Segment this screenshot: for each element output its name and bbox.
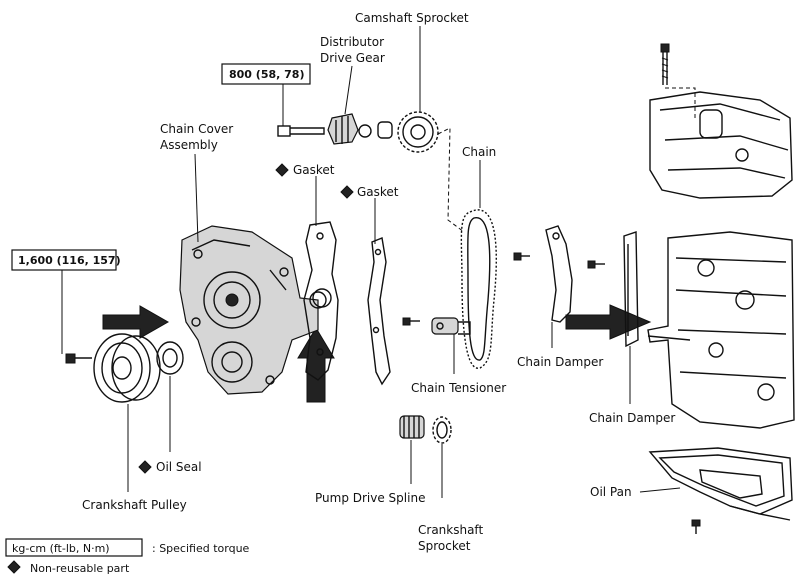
leader-lines [61,26,681,498]
label-oil-seal: Oil Seal [156,460,202,474]
tensioner-bolt [402,317,420,326]
torque-box-upper: 800 (58, 78) [221,63,311,85]
oil-pan [648,447,793,521]
label-gasket: Gasket [357,185,399,199]
label-chain-cover-assembly: Chain Cover [160,122,233,136]
oil-pan-drain-bolt-icon [691,519,701,534]
arrow-right-block-icon [565,304,652,340]
legend-unit-box: kg-cm (ft-lb, N·m) [12,542,110,555]
label-chain-cover-assembly: Assembly [160,138,218,152]
torque-box-pulley: 1,600 (116, 157) [11,249,121,271]
chain-damper-curved [545,225,573,323]
nonreusable-diamond-icon [138,460,152,474]
distributor-bolt [277,125,325,137]
torque-value-pulley: 1,600 (116, 157) [18,254,121,267]
pulley-bolt [65,353,92,364]
label-distributor-drive-gear: Distributor [320,35,384,49]
legend-diamond-icon [7,560,21,574]
chain-damper-straight [623,231,639,348]
label-oil-pan: Oil Pan [590,485,632,499]
label-crankshaft-pulley: Crankshaft Pulley [82,498,187,512]
damper-bolt-left [513,252,530,261]
engine-block-lower [647,231,795,429]
label-crankshaft-sprocket: Sprocket [418,539,471,553]
gasket-lower [367,237,391,386]
label-pump-drive-spline: Pump Drive Spline [315,491,425,505]
crankshaft-sprocket [432,416,452,444]
damper-bolt-right [587,260,605,269]
engine-block-upper [649,87,793,199]
nonreusable-diamond-icon [340,185,354,199]
label-gasket: Gasket [293,163,335,177]
label-distributor-drive-gear: Drive Gear [320,51,385,65]
pump-drive-spline [399,415,425,439]
legend-nonreusable: Non-reusable part [30,562,130,575]
chain-cover-assembly [179,225,327,395]
gasket-upper [303,221,339,381]
arrow-right-left-icon [102,305,170,339]
torque-value-upper: 800 (58, 78) [229,68,304,81]
label-chain: Chain [462,145,496,159]
label-camshaft-sprocket: Camshaft Sprocket [355,11,469,25]
legend-unit-description: : Specified torque [152,542,250,555]
label-crankshaft-sprocket: Crankshaft [418,523,483,537]
label-chain-tensioner: Chain Tensioner [411,381,506,395]
timing-chain [437,127,497,369]
crankshaft-pulley [93,333,161,403]
distributor-drive-gear [327,113,359,145]
chain-tensioner [431,317,471,335]
label-chain-damper: Chain Damper [589,411,675,425]
camshaft-sprocket [397,111,439,153]
camshaft-key [377,121,393,139]
oil-seal [156,341,184,375]
nonreusable-diamond-icon [275,163,289,177]
arrow-up-icon [297,327,335,403]
legend: kg-cm (ft-lb, N·m) : Specified torque No… [5,538,250,575]
label-chain-damper: Chain Damper [517,355,603,369]
camshaft-washer [358,124,372,138]
engine-bolt-icon [660,43,670,85]
